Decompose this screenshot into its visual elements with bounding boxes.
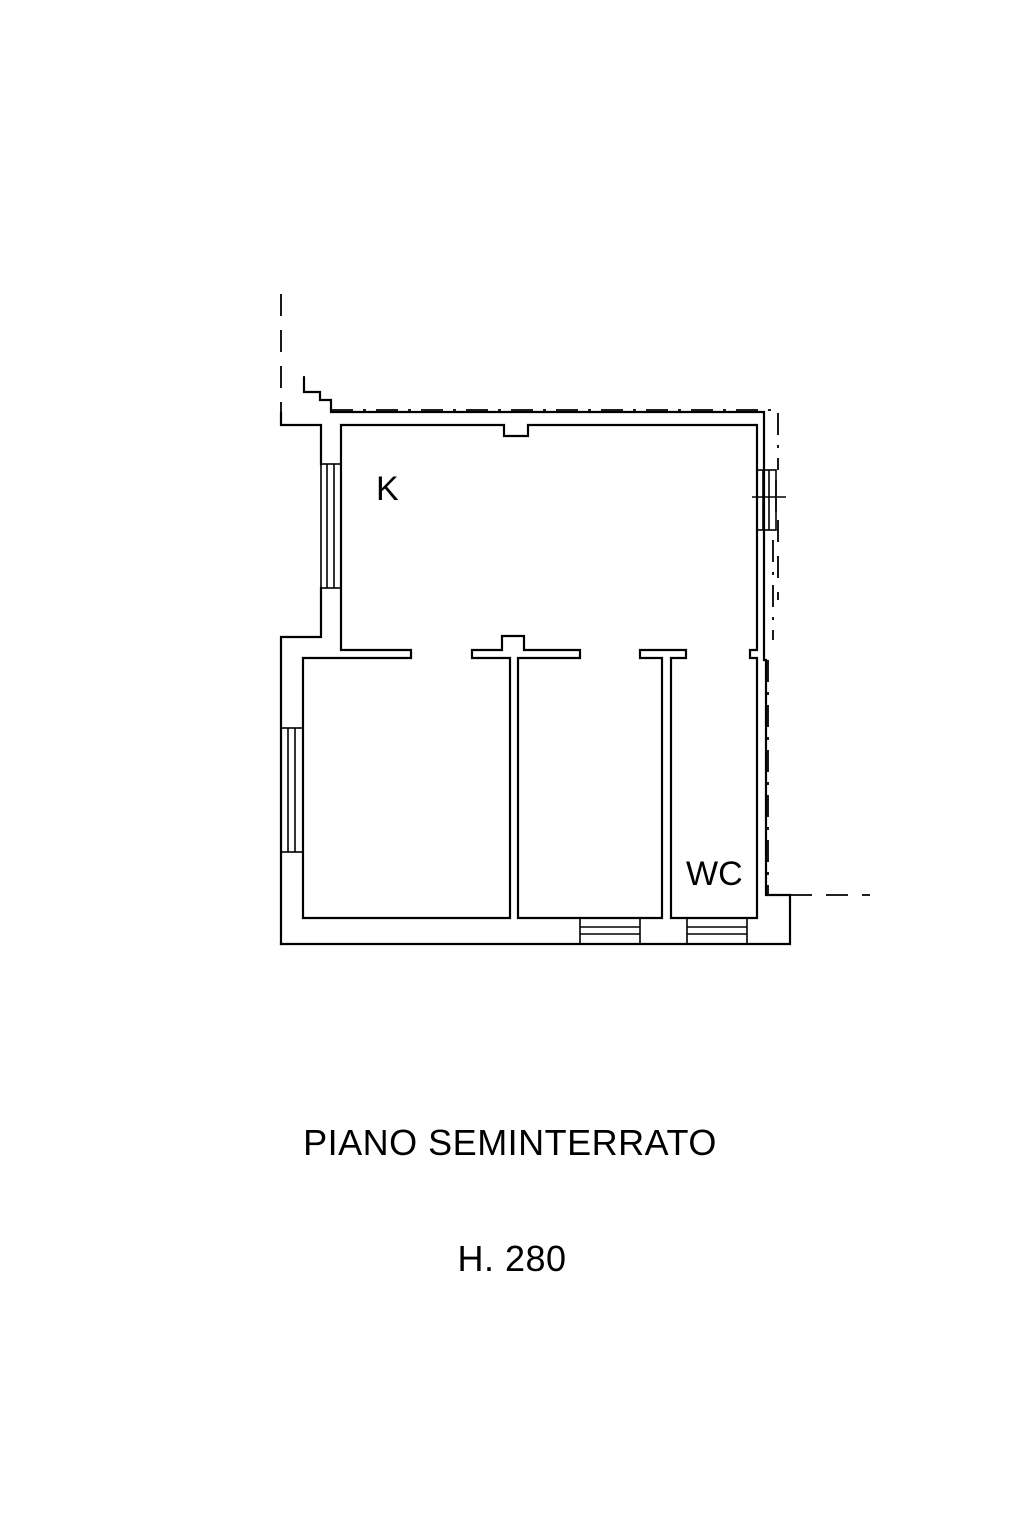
plan-title: PIANO SEMINTERRATO: [303, 1122, 717, 1163]
room-label-wc: WC: [686, 855, 743, 893]
room-label-kitchen: K: [376, 470, 399, 508]
windows: [280, 463, 786, 945]
ceiling-height-label: H. 280: [457, 1238, 567, 1279]
property-boundary-lines: [280, 294, 870, 896]
